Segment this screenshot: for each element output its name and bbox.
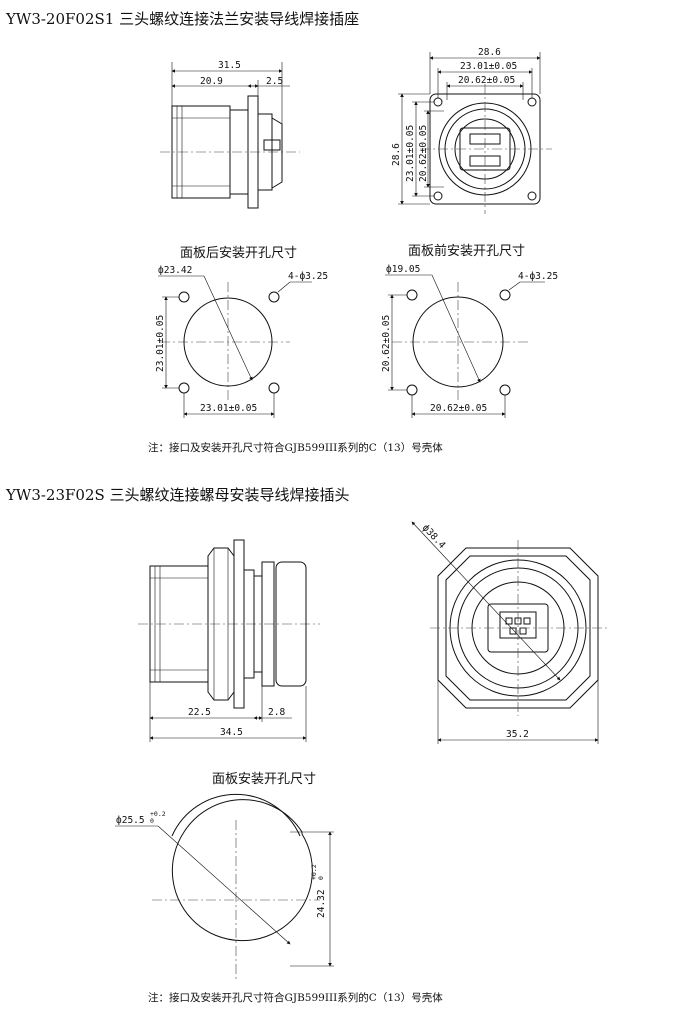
p1-front-mount-h: 23.01±0.05 <box>460 61 517 72</box>
p1-front-hole-h: 20.62±0.05 <box>458 75 515 86</box>
part1-cutout-rear-label: 面板后安装开孔尺寸 <box>180 246 298 261</box>
part2-note: 注：接口及安装开孔尺寸符合GJB599III系列的C（13）号壳体 <box>148 992 443 1004</box>
p2-cut-dia: ф25.5 <box>116 815 145 826</box>
p2-front-width: 35.2 <box>506 729 529 740</box>
part1-cutout-rear: ф23.42 4-ф3.25 23.01±0.05 23.01±0.05 <box>155 265 328 418</box>
part1-front-view: 28.6 23.01±0.05 20.62±0.05 28.6 23.01±0.… <box>391 47 552 214</box>
p1-front-cut-v: 20.62±0.05 <box>381 315 392 372</box>
p1-side-overall: 31.5 <box>218 60 241 71</box>
part2-side-view: 22.5 2.8 34.5 <box>138 539 320 742</box>
p1-front-mount-v: 23.01±0.05 <box>405 125 416 182</box>
p1-side-body: 20.9 <box>200 76 223 87</box>
p1-front-height: 28.6 <box>391 143 402 166</box>
p1-side-flange: 2.5 <box>266 76 283 87</box>
p2-side-overall: 34.5 <box>220 727 243 738</box>
part1-cutout-front: ф19.05 4-ф3.25 20.62±0.05 20.62±0.05 <box>381 264 558 418</box>
part1-cutout-front-label: 面板前安装开孔尺寸 <box>408 244 526 259</box>
p2-cut-flat-tol-low: 0 <box>317 876 325 880</box>
p2-side-body: 22.5 <box>188 707 211 718</box>
part2-cutout-label: 面板安装开孔尺寸 <box>212 772 317 787</box>
p1-rear-holes: 4-ф3.25 <box>288 271 328 282</box>
part2-front-view: ф38.4 35.2 <box>411 521 608 744</box>
p2-front-dia: ф38.4 <box>420 523 448 552</box>
p1-front-cut-dia: ф19.05 <box>386 264 420 275</box>
p1-front-width: 28.6 <box>478 47 501 58</box>
part1-side-view: 31.5 20.9 2.5 <box>160 60 300 209</box>
p2-side-nut: 2.8 <box>268 707 285 718</box>
p1-rear-dia: ф23.42 <box>158 265 192 276</box>
p1-front-cut-holes: 4-ф3.25 <box>518 271 558 282</box>
part1-note: 注：接口及安装开孔尺寸符合GJB599III系列的C（13）号壳体 <box>148 442 443 454</box>
part1-title: YW3-20F02S1 三头螺纹连接法兰安装导线焊接插座 <box>6 10 360 28</box>
p1-front-hole-v: 20.62±0.05 <box>418 125 429 182</box>
p2-cut-dia-tol-low: 0 <box>150 817 154 825</box>
p1-front-cut-h: 20.62±0.05 <box>430 403 487 414</box>
p1-rear-h: 23.01±0.05 <box>200 403 257 414</box>
p2-cut-flat-tol-up: +0.2 <box>310 864 318 880</box>
p1-rear-v: 23.01±0.05 <box>155 315 166 372</box>
part2-cutout: ф25.5 +0.2 0 24.32 +0.2 0 <box>115 793 334 980</box>
part2-title: YW3-23F02S 三头螺纹连接螺母安装导线焊接插头 <box>6 486 350 504</box>
p2-cut-flat: 24.32 <box>316 889 327 918</box>
p2-cut-dia-tol-up: +0.2 <box>150 810 166 818</box>
